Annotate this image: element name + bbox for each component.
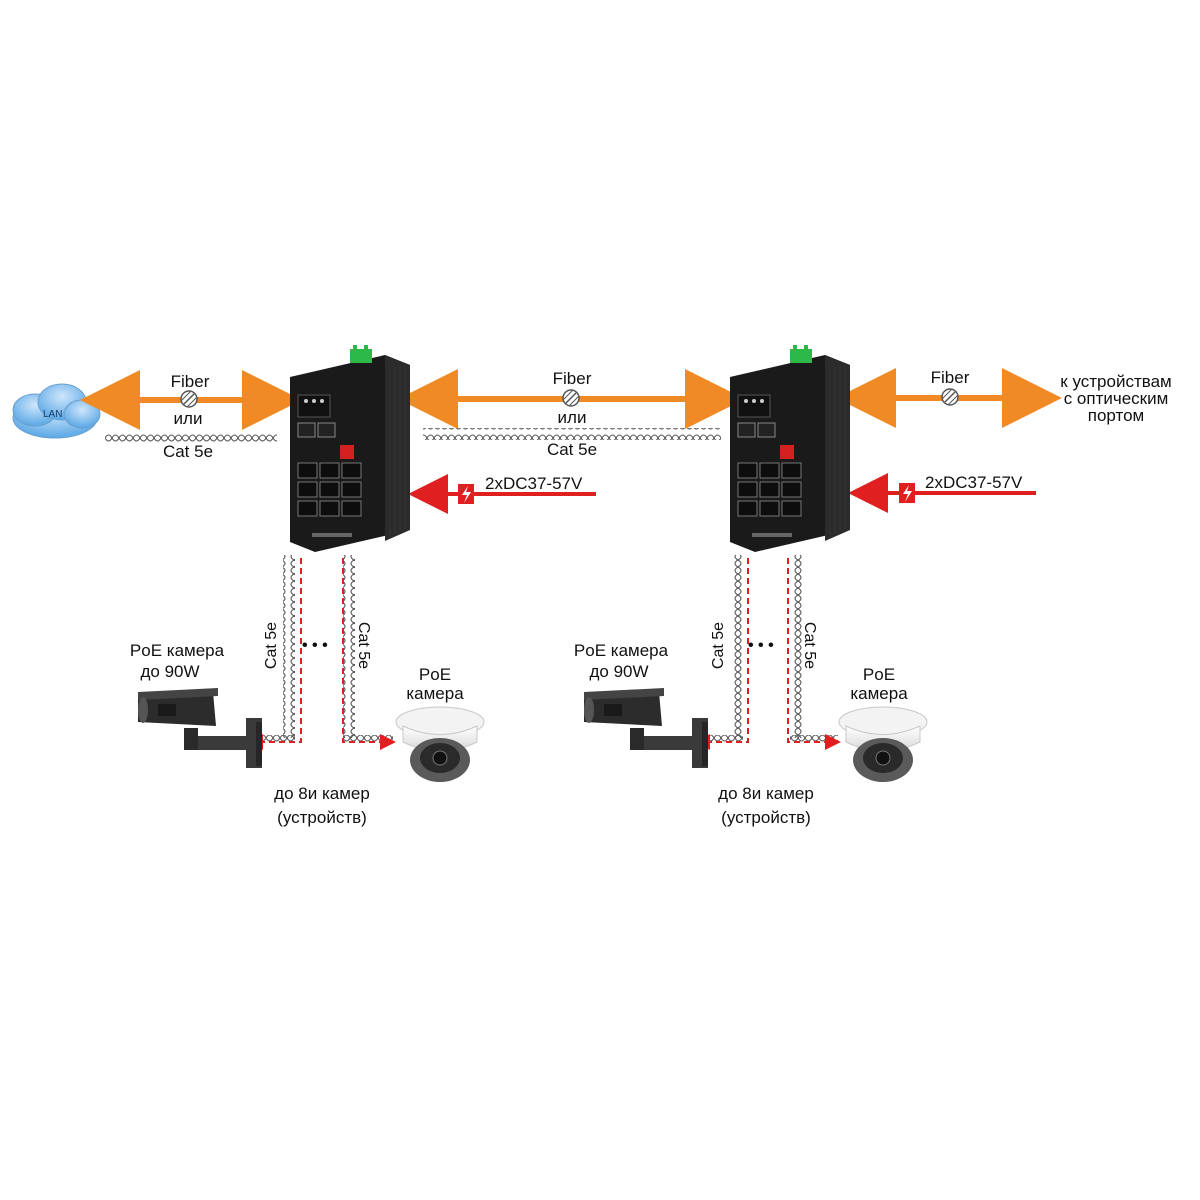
dome-label-2a: PoE (862, 665, 896, 684)
ellipsis-2: • • • (748, 637, 774, 654)
optical-target-line1: к устройствам (1060, 372, 1172, 391)
cat5e-vertical-1a: Cat 5e (263, 621, 281, 670)
cat5e-vertical-2a: Cat 5e (710, 621, 728, 670)
poe-switch-1 (289, 344, 411, 553)
drop-cable-1b (343, 555, 355, 738)
cable-end-2a (698, 735, 743, 743)
bullet-camera-icon (138, 688, 262, 768)
lightning-icon (458, 484, 474, 504)
drop-cable-2a (731, 555, 743, 738)
bullet-camera-icon (584, 688, 708, 768)
fiber-connector-icon (180, 390, 198, 408)
bullet-camera-1 (138, 688, 262, 768)
fiber-connector-icon (562, 389, 580, 407)
switch-icon (289, 344, 411, 553)
count-label-1b: (устройств) (277, 808, 367, 827)
dome-camera-1 (395, 706, 485, 783)
ellipsis-1: • • • (302, 637, 328, 654)
count-label-1a: до 8и камер (274, 784, 370, 803)
switch-icon (729, 344, 851, 553)
fiber-label-middle: Fiber (552, 369, 592, 388)
power-label-right: 2xDC37-57V (925, 473, 1023, 492)
cat5e-cable-left (105, 431, 277, 443)
poe-path-2b (787, 558, 841, 750)
count-label-2a: до 8и камер (718, 784, 814, 803)
poe-camera-label-1b: до 90W (140, 662, 200, 681)
drop-cable-2b (790, 555, 802, 738)
lightning-icon (899, 483, 915, 503)
cable-end-1b (343, 735, 393, 743)
cat5e-vertical-1b: Cat 5e (355, 621, 373, 670)
dome-label-1b: камера (406, 684, 464, 703)
poe-path-2a (694, 558, 749, 750)
dome-label-1a: PoE (418, 665, 452, 684)
optical-target-line2: с оптическим (1063, 389, 1169, 408)
cat5e-label-middle: Cat 5e (546, 440, 598, 459)
bullet-camera-2 (584, 688, 708, 768)
drop-cable-1a (283, 555, 295, 738)
or-label-middle: или (557, 408, 587, 427)
dome-label-2b: камера (850, 684, 908, 703)
poe-path-1a (247, 558, 302, 750)
power-label-left: 2xDC37-57V (485, 474, 583, 493)
cat5e-cable-middle (423, 428, 721, 440)
poe-switch-2 (729, 344, 851, 553)
cloud-label: LAN (43, 409, 63, 420)
fiber-label-right: Fiber (930, 368, 970, 387)
poe-camera-label-2a: PoE камера (573, 641, 669, 660)
poe-camera-label-2b: до 90W (589, 662, 649, 681)
cat5e-vertical-2b: Cat 5e (801, 621, 819, 670)
dome-camera-icon (395, 706, 485, 783)
or-label-left: или (173, 409, 203, 428)
dome-camera-2 (838, 706, 928, 783)
dome-camera-icon (838, 706, 928, 783)
cable-end-2b (790, 735, 838, 743)
fiber-connector-icon (941, 388, 959, 406)
poe-path-1b (342, 558, 396, 750)
cat5e-label-left: Cat 5e (162, 442, 214, 461)
count-label-2b: (устройств) (721, 808, 811, 827)
optical-target-line3: портом (1087, 406, 1145, 425)
fiber-label-left: Fiber (170, 372, 210, 391)
cable-end-1a (250, 735, 295, 743)
poe-camera-label-1a: PoE камера (129, 641, 225, 660)
